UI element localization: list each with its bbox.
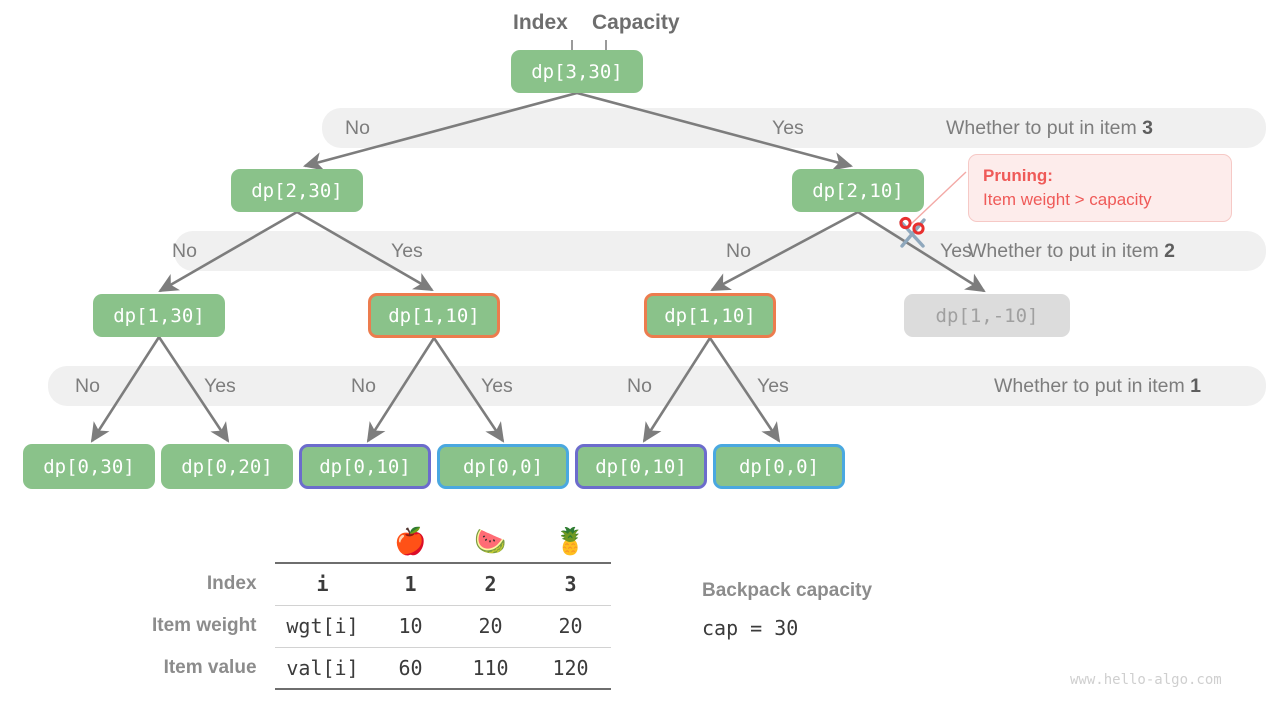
scissors-icon — [893, 213, 933, 258]
fruit-icon-watermelon: 🍉 — [474, 526, 507, 556]
row-key-0: i — [274, 562, 371, 605]
dp-node-n2_30: dp[2,30] — [231, 169, 363, 212]
cell-r1-c2: 20 — [530, 604, 611, 647]
level-item-1-choice-4: No — [627, 375, 652, 397]
dp-node-n1_10a: dp[1,10] — [368, 293, 500, 338]
dp-node-n1_10b: dp[1,10] — [644, 293, 776, 338]
cell-r1-c0: 10 — [370, 604, 451, 647]
level-item-1-question-number: 1 — [1190, 375, 1202, 397]
level-item-1-choice-5: Yes — [757, 375, 789, 397]
cell-r0-c2: 3 — [530, 562, 611, 605]
level-item-3-question: Whether to put in item 3 — [946, 117, 1153, 140]
cell-r2-c1: 110 — [450, 646, 531, 690]
table-key-blank — [275, 520, 371, 563]
cell-r1-c1: 20 — [450, 604, 531, 647]
level-item-2-choice-0: No — [172, 240, 197, 262]
fruit-icon-pineapple: 🍍 — [554, 526, 587, 556]
dp-node-n1_m10: dp[1,-10] — [904, 294, 1070, 337]
dp-node-n3_30: dp[3,30] — [511, 50, 643, 93]
level-item-2-question-text: Whether to put in item — [968, 240, 1165, 262]
level-item-1-question: Whether to put in item 1 — [994, 375, 1201, 398]
pruning-detail: Item weight > capacity — [983, 190, 1152, 210]
cell-r2-c0: 60 — [370, 646, 451, 690]
pruning-colon: : — [1047, 166, 1053, 185]
level-item-2-choice-2: No — [726, 240, 751, 262]
dp-node-n0_10b: dp[0,10] — [575, 444, 707, 489]
level-item-1-question-text: Whether to put in item — [994, 375, 1191, 397]
dp-node-n2_10: dp[2,10] — [792, 169, 924, 212]
level-item-3-choice-0: No — [345, 117, 370, 139]
dp-node-n0_0a: dp[0,0] — [437, 444, 569, 489]
row-key-2: val[i] — [274, 646, 371, 690]
table-fruit-row: 🍎 🍉 🍍 — [152, 520, 611, 563]
level-item-1-choice-1: Yes — [204, 375, 236, 397]
level-item-1-choice-3: Yes — [481, 375, 513, 397]
backpack-capacity-label: Backpack capacity — [702, 580, 873, 601]
level-item-1-choice-2: No — [351, 375, 376, 397]
level-item-3-choice-1: Yes — [772, 117, 804, 139]
row-label-2: Item value — [163, 657, 257, 678]
row-label-0: Index — [206, 573, 257, 594]
index-label: Index — [513, 11, 568, 34]
cell-r2-c2: 120 — [530, 646, 611, 690]
watermark: www.hello-algo.com — [1070, 672, 1222, 688]
table-corner-blank — [152, 520, 275, 563]
level-item-2-question: Whether to put in item 2 — [968, 240, 1175, 263]
level-item-1-choice-0: No — [75, 375, 100, 397]
row-key-1: wgt[i] — [274, 604, 371, 647]
row-label-1: Item weight — [152, 615, 257, 636]
cell-r0-c1: 2 — [450, 562, 531, 605]
dp-node-n0_0b: dp[0,0] — [713, 444, 845, 489]
dp-node-n0_20: dp[0,20] — [161, 444, 293, 489]
capacity-label: Capacity — [592, 11, 680, 34]
pruning-callout: Pruning: Item weight > capacity — [968, 154, 1232, 222]
dp-node-n0_30: dp[0,30] — [23, 444, 155, 489]
backpack-capacity-value: cap = 30 — [702, 616, 799, 640]
dp-node-n0_10a: dp[0,10] — [299, 444, 431, 489]
level-item-2-question-number: 2 — [1164, 240, 1176, 262]
dp-node-n1_30: dp[1,30] — [93, 294, 225, 337]
fruit-icon-apple: 🍎 — [394, 526, 427, 556]
level-item-3-question-number: 3 — [1142, 117, 1154, 139]
cell-r0-c0: 1 — [370, 562, 451, 605]
pruning-title-line: Pruning: — [983, 164, 1217, 188]
level-item-2-choice-1: Yes — [391, 240, 423, 262]
pruning-title: Pruning — [983, 166, 1048, 185]
level-item-3-question-text: Whether to put in item — [946, 117, 1143, 139]
